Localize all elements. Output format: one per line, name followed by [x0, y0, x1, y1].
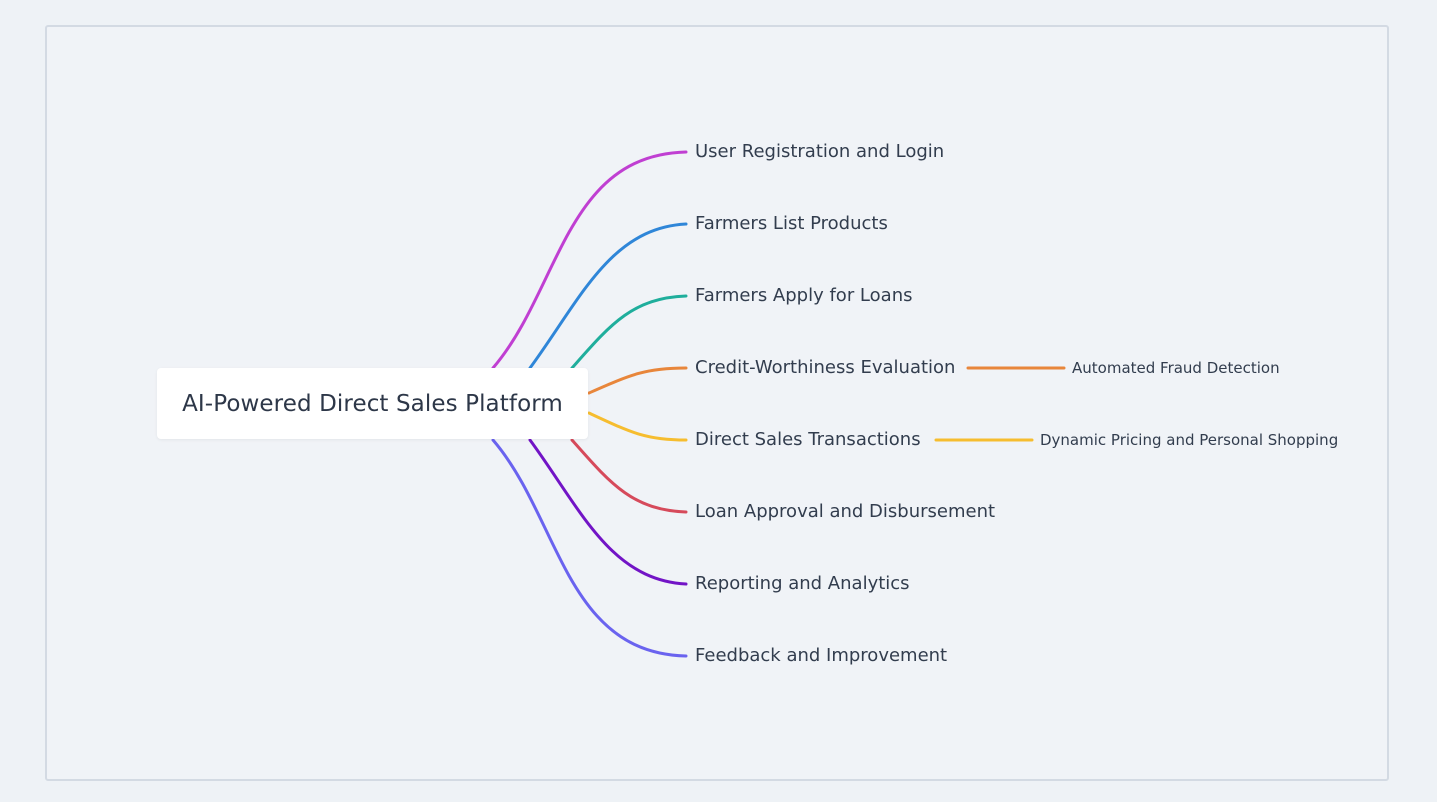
node-feedback[interactable]: Feedback and Improvement — [695, 645, 948, 666]
root-node[interactable]: AI-Powered Direct Sales Platform — [157, 368, 588, 439]
node-direct-sales[interactable]: Direct Sales Transactions — [695, 429, 921, 450]
connector-loan-approval — [570, 438, 688, 514]
node-user-registration[interactable]: User Registration and Login — [695, 141, 945, 162]
node-farmers-apply-loans[interactable]: Farmers Apply for Loans — [695, 285, 913, 306]
connector-farmers-list-products — [528, 222, 688, 370]
connector-credit-worthiness — [587, 366, 688, 395]
root-node-label: AI-Powered Direct Sales Platform — [182, 390, 563, 417]
connector-direct-sales — [587, 411, 688, 442]
connector-reporting — [528, 438, 688, 586]
connector-farmers-apply-loans — [570, 294, 688, 370]
node-credit-worthiness[interactable]: Credit-Worthiness Evaluation — [695, 357, 956, 378]
node-loan-approval[interactable]: Loan Approval and Disbursement — [695, 501, 996, 522]
connector-user-registration — [491, 150, 688, 370]
node-farmers-list-products[interactable]: Farmers List Products — [695, 213, 888, 234]
node-reporting[interactable]: Reporting and Analytics — [695, 573, 910, 594]
node-fraud-detection[interactable]: Automated Fraud Detection — [1072, 359, 1280, 377]
connector-feedback — [491, 438, 688, 658]
node-dynamic-pricing[interactable]: Dynamic Pricing and Personal Shopping — [1040, 431, 1339, 449]
